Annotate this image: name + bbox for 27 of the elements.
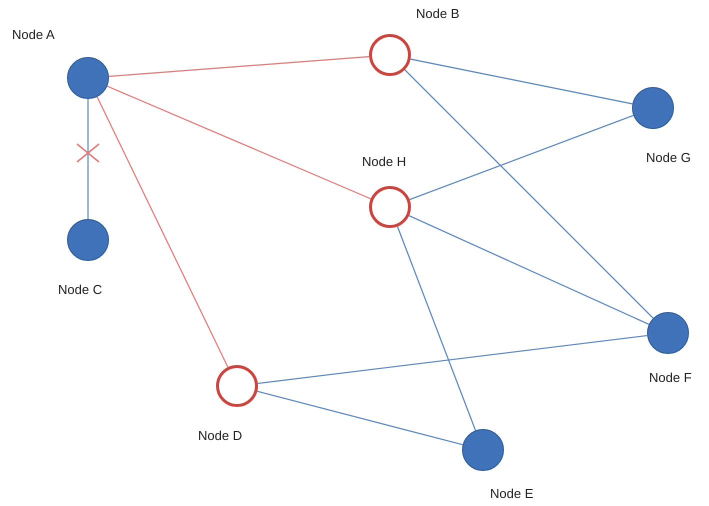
node-label: Node F xyxy=(649,370,692,385)
connector-line xyxy=(107,86,371,200)
connector-line xyxy=(404,69,654,319)
connector-line xyxy=(87,99,89,219)
connector-line xyxy=(108,56,370,77)
node-circle xyxy=(216,365,258,407)
connector-line xyxy=(258,334,648,384)
node-circle xyxy=(369,34,411,76)
node-label: Node C xyxy=(58,282,102,297)
node-circle xyxy=(369,186,411,228)
node-label: Node G xyxy=(646,150,691,165)
node-circle xyxy=(67,219,109,261)
connector-line xyxy=(409,114,634,200)
connector-line xyxy=(408,215,650,325)
node-label: Node B xyxy=(416,6,460,21)
connector-line xyxy=(396,226,476,431)
node-circle xyxy=(67,57,109,99)
connector-line xyxy=(257,390,463,446)
node-label: Node E xyxy=(490,486,534,501)
node-circle xyxy=(462,429,504,471)
connector-line xyxy=(410,58,633,104)
node-label: Node D xyxy=(198,428,242,443)
node-circle xyxy=(647,312,689,354)
node-label: Node A xyxy=(12,27,55,42)
connector-line xyxy=(96,96,228,368)
node-circle xyxy=(632,87,674,129)
node-label: Node H xyxy=(362,154,406,169)
